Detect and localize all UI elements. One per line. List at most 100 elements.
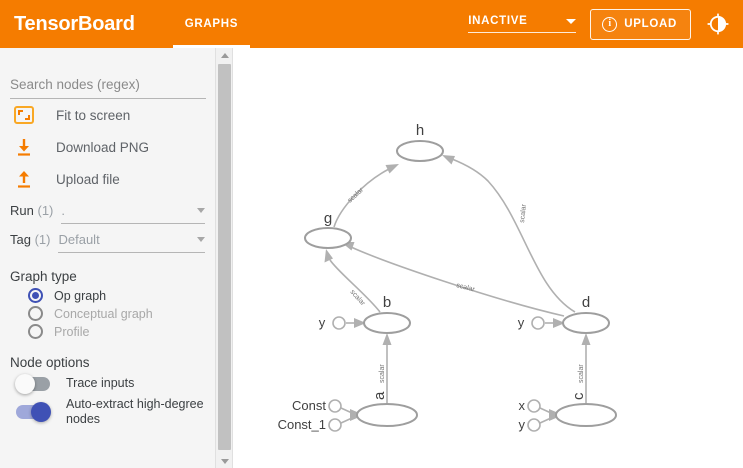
sidebar-scrollbar[interactable] (216, 48, 233, 468)
graph-type-title: Graph type (10, 269, 77, 284)
graph-node-d[interactable]: d (562, 294, 610, 334)
radio-profile[interactable]: Profile (28, 324, 215, 339)
edge-label-d-g: scalar (456, 282, 476, 293)
radio-button-icon (28, 306, 43, 321)
graph-node-a[interactable]: a (356, 391, 418, 427)
toggle-knob (15, 373, 35, 394)
download-icon (12, 135, 36, 159)
tag-selector-dropdown[interactable]: Default (58, 232, 205, 253)
download-png-button[interactable]: Download PNG (10, 131, 205, 163)
edge-a-to-b: scalar (379, 333, 392, 404)
graph-node-c[interactable]: c (555, 392, 617, 427)
tag-selector-name: Tag (10, 232, 31, 247)
run-selector-label: Run (1) (10, 203, 53, 224)
app-title: TensorBoard (14, 12, 135, 35)
toggle-auto-extract-label: Auto-extract high-degree nodes (66, 397, 204, 426)
graph-canvas[interactable]: scalar scalar scalar (234, 48, 743, 468)
upload-button[interactable]: i UPLOAD (590, 8, 691, 40)
tag-selector-value: Default (58, 232, 100, 247)
radio-conceptual-graph-label: Conceptual graph (54, 306, 153, 321)
run-selector-count: (1) (37, 203, 54, 218)
scroll-up-arrow-icon[interactable] (216, 48, 233, 62)
input-label-const: Const (292, 398, 326, 413)
run-selector-name: Run (10, 203, 34, 218)
upload-file-label: Upload file (56, 171, 120, 187)
run-selector-row: Run (1) . (10, 203, 205, 224)
upload-file-button[interactable]: Upload file (10, 163, 205, 195)
top-toolbar-right: INACTIVE i UPLOAD (468, 0, 743, 48)
edge-c-to-d: scalar (578, 333, 591, 404)
search-nodes-input[interactable] (10, 77, 206, 99)
graph-input-nodes: y y Const (278, 315, 565, 432)
fit-to-screen-label: Fit to screen (56, 107, 131, 123)
fit-to-screen-icon (12, 103, 36, 127)
toggle-auto-extract[interactable]: Auto-extract high-degree nodes (16, 397, 215, 427)
graph-node-g[interactable]: g (304, 210, 352, 249)
tag-selector-row: Tag (1) Default (10, 232, 205, 253)
edge-d-to-h: scalar (442, 155, 576, 313)
input-label-y-b: y (319, 315, 326, 330)
chevron-down-icon (566, 18, 577, 24)
radio-conceptual-graph[interactable]: Conceptual graph (28, 306, 215, 321)
graph-edges: scalar scalar scalar (324, 155, 591, 404)
input-label-y-c: y (519, 417, 526, 432)
toggle-knob (31, 402, 51, 422)
tab-graphs-label: GRAPHS (184, 18, 239, 30)
edge-label-b-g: scalar (349, 289, 367, 308)
tag-selector-label: Tag (1) (10, 232, 50, 253)
radio-button-icon (28, 324, 43, 339)
radio-profile-label: Profile (54, 324, 90, 339)
scrollbar-thumb[interactable] (218, 64, 231, 450)
fit-to-screen-button[interactable]: Fit to screen (10, 99, 205, 131)
input-node-const-a[interactable]: Const (292, 398, 353, 414)
radio-button-icon (28, 288, 43, 303)
graph-node-g-label: g (324, 210, 332, 227)
run-status-value: INACTIVE (468, 15, 528, 27)
graph-svg[interactable]: scalar scalar scalar (234, 48, 743, 468)
edge-label-g-h: scalar (347, 186, 366, 204)
input-node-x-c[interactable]: x (519, 398, 552, 414)
radio-op-graph-label: Op graph (54, 288, 107, 303)
edge-b-to-g: scalar (324, 249, 381, 313)
edge-label-a-b: scalar (379, 364, 386, 383)
tab-bar: GRAPHS (169, 0, 254, 48)
input-node-y-b[interactable]: y (319, 315, 366, 330)
edge-label-d-h: scalar (519, 203, 528, 223)
brightness-icon[interactable] (707, 13, 729, 35)
top-toolbar: TensorBoard GRAPHS INACTIVE i UPLOAD (0, 0, 743, 48)
run-selector-value: . (61, 203, 65, 218)
upload-icon (12, 167, 36, 191)
graph-node-b[interactable]: b (363, 294, 411, 334)
chevron-down-icon (197, 237, 205, 242)
input-label-const1: Const_1 (278, 417, 326, 432)
input-node-y-d[interactable]: y (518, 315, 565, 330)
graph-node-h-label: h (416, 122, 424, 139)
toggle-trace-inputs-label: Trace inputs (66, 376, 135, 390)
graph-node-b-label: b (383, 294, 391, 311)
graph-node-h[interactable]: h (396, 122, 444, 162)
toggle-switch-icon (15, 373, 50, 394)
run-selector-dropdown[interactable]: . (61, 203, 205, 224)
run-status-select[interactable]: INACTIVE (468, 15, 577, 33)
scroll-down-arrow-icon[interactable] (216, 454, 233, 468)
graph-node-a-label: a (371, 391, 388, 400)
info-icon: i (602, 16, 618, 32)
chevron-down-icon (197, 208, 205, 213)
input-node-const1-a[interactable]: Const_1 (278, 409, 364, 432)
toggle-trace-inputs[interactable]: Trace inputs (15, 373, 215, 394)
sidebar: Fit to screen Download PNG (0, 48, 216, 468)
edge-g-to-h: scalar (333, 164, 399, 228)
node-options-title: Node options (10, 355, 90, 370)
toggle-switch-icon (16, 402, 51, 422)
graph-node-c-label: c (570, 392, 587, 400)
input-label-y-d: y (518, 315, 525, 330)
edge-label-c-d: scalar (578, 364, 585, 383)
tag-selector-count: (1) (34, 232, 51, 247)
upload-button-label: UPLOAD (624, 18, 677, 30)
graph-node-d-label: d (582, 294, 590, 311)
tab-graphs[interactable]: GRAPHS (169, 0, 254, 48)
input-label-x-c: x (519, 398, 526, 413)
search-field-wrapper (10, 76, 206, 99)
radio-op-graph[interactable]: Op graph (28, 288, 215, 303)
